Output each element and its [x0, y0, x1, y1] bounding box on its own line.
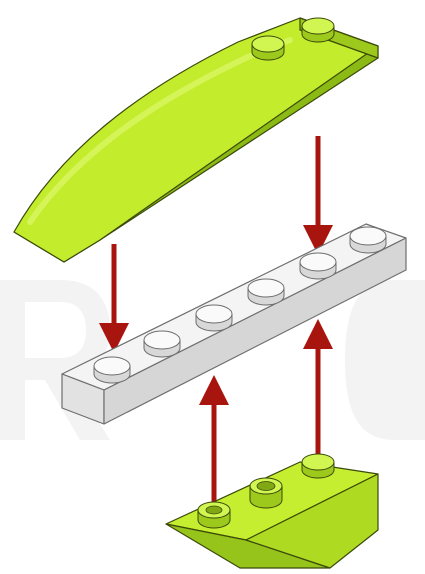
- plate-stud: [144, 331, 180, 357]
- plate-stud: [350, 227, 386, 253]
- plate-stud: [94, 357, 130, 383]
- inv-slope-tube: [250, 478, 282, 508]
- slope-top-surface: [14, 18, 378, 262]
- inv-slope-stud: [198, 502, 230, 528]
- plate-stud: [248, 279, 284, 305]
- plate-stud: [196, 305, 232, 331]
- curved-slope-brick: [14, 18, 378, 262]
- plate-stud: [300, 253, 336, 279]
- slope-stud: [302, 18, 334, 42]
- slope-stud: [252, 36, 284, 60]
- inverted-slope-brick: [166, 454, 378, 568]
- inv-slope-stud: [302, 454, 334, 478]
